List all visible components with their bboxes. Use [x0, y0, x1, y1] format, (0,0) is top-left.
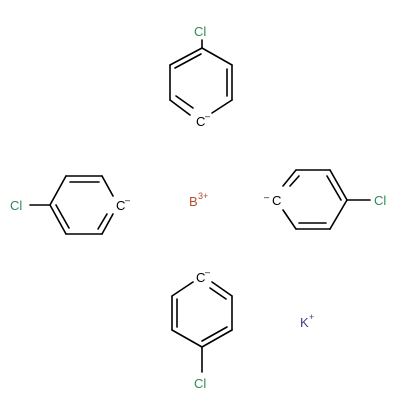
bond-left-6: [49, 204, 67, 235]
bond-bottom-inner-3: [209, 287, 227, 300]
chlorine-label-top: Cl: [194, 24, 206, 39]
bond-bottom-3: [171, 329, 203, 348]
bond-left-1: [49, 175, 67, 206]
bond-top-1: [201, 47, 233, 66]
carbanion-label-left: C: [116, 198, 125, 213]
carbanion-label-bottom: C: [196, 270, 205, 285]
bond-top-6: [169, 47, 203, 66]
carbanion-label-top: C: [196, 114, 205, 129]
chlorine-label-right: Cl: [374, 193, 386, 208]
carbanion-charge-left: –: [125, 195, 130, 205]
boron-charge: 3+: [198, 191, 208, 201]
ring-bottom: C – Cl: [171, 267, 233, 391]
bond-right-3: [329, 169, 348, 201]
potassium-symbol: K: [300, 315, 309, 330]
carbanion-charge-right: –: [264, 192, 269, 202]
bond-left-inner-2: [97, 213, 108, 230]
bond-bottom-inner-2: [201, 326, 228, 342]
bond-right-1: [282, 169, 297, 187]
bond-top-inner-2: [175, 95, 194, 109]
ring-left: Cl C –: [10, 175, 130, 235]
carbanion-charge-bottom: –: [205, 267, 210, 277]
bond-bottom-6: [211, 281, 233, 297]
bond-left-4: [101, 213, 114, 235]
ring-top: Cl C –: [169, 24, 233, 129]
boron-symbol: B: [189, 194, 198, 209]
carbanion-charge-top: –: [205, 111, 210, 121]
bond-right-4: [329, 199, 348, 230]
chlorine-label-bottom: Cl: [194, 376, 206, 391]
bond-left-3: [101, 175, 114, 197]
bond-bottom-4: [201, 329, 233, 348]
potassium-ion: K +: [300, 312, 314, 330]
bond-top-4: [169, 99, 191, 116]
bond-top-3: [211, 99, 233, 114]
bond-right-inner-2: [326, 175, 342, 201]
potassium-charge: +: [309, 312, 314, 322]
boron-ion: B 3+: [189, 191, 208, 209]
carbanion-label-right: C: [272, 193, 281, 208]
bond-bottom-1: [171, 281, 194, 297]
bond-right-inner-1: [289, 175, 300, 187]
bond-left-inner-3: [55, 204, 70, 229]
bond-top-inner-3: [174, 53, 202, 69]
ring-right: – C Cl: [264, 169, 386, 230]
chlorine-label-left: Cl: [10, 198, 22, 213]
bond-right-6: [282, 209, 297, 230]
